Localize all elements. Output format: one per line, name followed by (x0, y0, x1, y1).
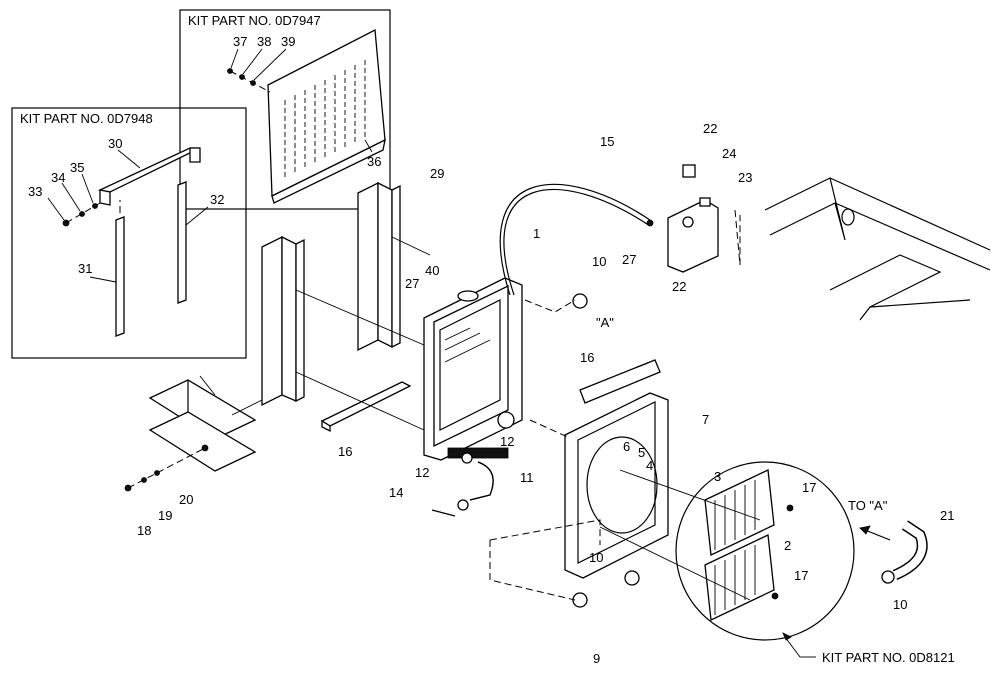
label-38: 38 (257, 34, 271, 49)
fan-shroud (564, 359, 669, 579)
kit-label-0d7947: KIT PART NO. 0D7947 (188, 13, 321, 28)
label-29: 29 (430, 166, 444, 181)
label-35: 35 (70, 160, 84, 175)
label-10a: 10 (592, 254, 606, 269)
machine-frame (764, 177, 991, 321)
label-22a: 22 (703, 121, 717, 136)
label-to-a: TO "A" (848, 498, 888, 513)
label-2: 2 (784, 538, 791, 553)
label-17a: 17 (802, 480, 816, 495)
kit-label-0d7948: KIT PART NO. 0D7948 (20, 111, 153, 126)
label-17b: 17 (794, 568, 808, 583)
label-32: 32 (210, 192, 224, 207)
label-14: 14 (389, 485, 403, 500)
label-22b: 22 (672, 279, 686, 294)
radiator (423, 277, 523, 461)
coolant-reservoir (646, 164, 719, 273)
label-16b: 16 (580, 350, 594, 365)
label-4: 4 (646, 458, 653, 473)
label-7: 7 (702, 412, 709, 427)
hoses (469, 183, 928, 630)
label-39: 39 (281, 34, 295, 49)
label-12a: 12 (500, 434, 514, 449)
label-a-mark: "A" (596, 315, 614, 330)
label-27a: 27 (405, 276, 419, 291)
label-21: 21 (940, 508, 954, 523)
label-31: 31 (78, 261, 92, 276)
side-channel-left (261, 235, 305, 407)
lower-bracket (124, 375, 257, 492)
label-11: 11 (520, 470, 534, 485)
label-23: 23 (738, 170, 752, 185)
label-18: 18 (137, 523, 151, 538)
grille-slots (284, 60, 366, 180)
side-channel-29 (357, 181, 401, 352)
label-37: 37 (233, 34, 247, 49)
label-3: 3 (714, 469, 721, 484)
label-20: 20 (179, 492, 193, 507)
label-40: 40 (425, 263, 439, 278)
label-6: 6 (623, 439, 630, 454)
label-5: 5 (638, 445, 645, 460)
label-12b: 12 (415, 465, 429, 480)
leader-lines (231, 209, 891, 601)
label-15: 15 (600, 134, 614, 149)
label-30: 30 (108, 136, 122, 151)
label-33: 33 (28, 184, 42, 199)
label-36: 36 (367, 154, 381, 169)
label-27b: 27 (622, 252, 636, 267)
label-10c: 10 (893, 597, 907, 612)
kit-box-0d7947: KIT PART NO. 0D7947 (179, 9, 391, 210)
label-19: 19 (158, 508, 172, 523)
label-10b: 10 (589, 550, 603, 565)
label-16a: 16 (338, 444, 352, 459)
label-1: 1 (533, 226, 540, 241)
part-labels: 37 38 39 36 30 35 34 33 32 31 29 15 1 40… (28, 34, 954, 666)
kit-label-0d8121: KIT PART NO. 0D8121 (822, 650, 955, 665)
label-34: 34 (51, 170, 65, 185)
kit-box-0d7948: KIT PART NO. 0D7948 (11, 107, 247, 359)
label-24: 24 (722, 146, 736, 161)
label-9: 9 (593, 651, 600, 666)
